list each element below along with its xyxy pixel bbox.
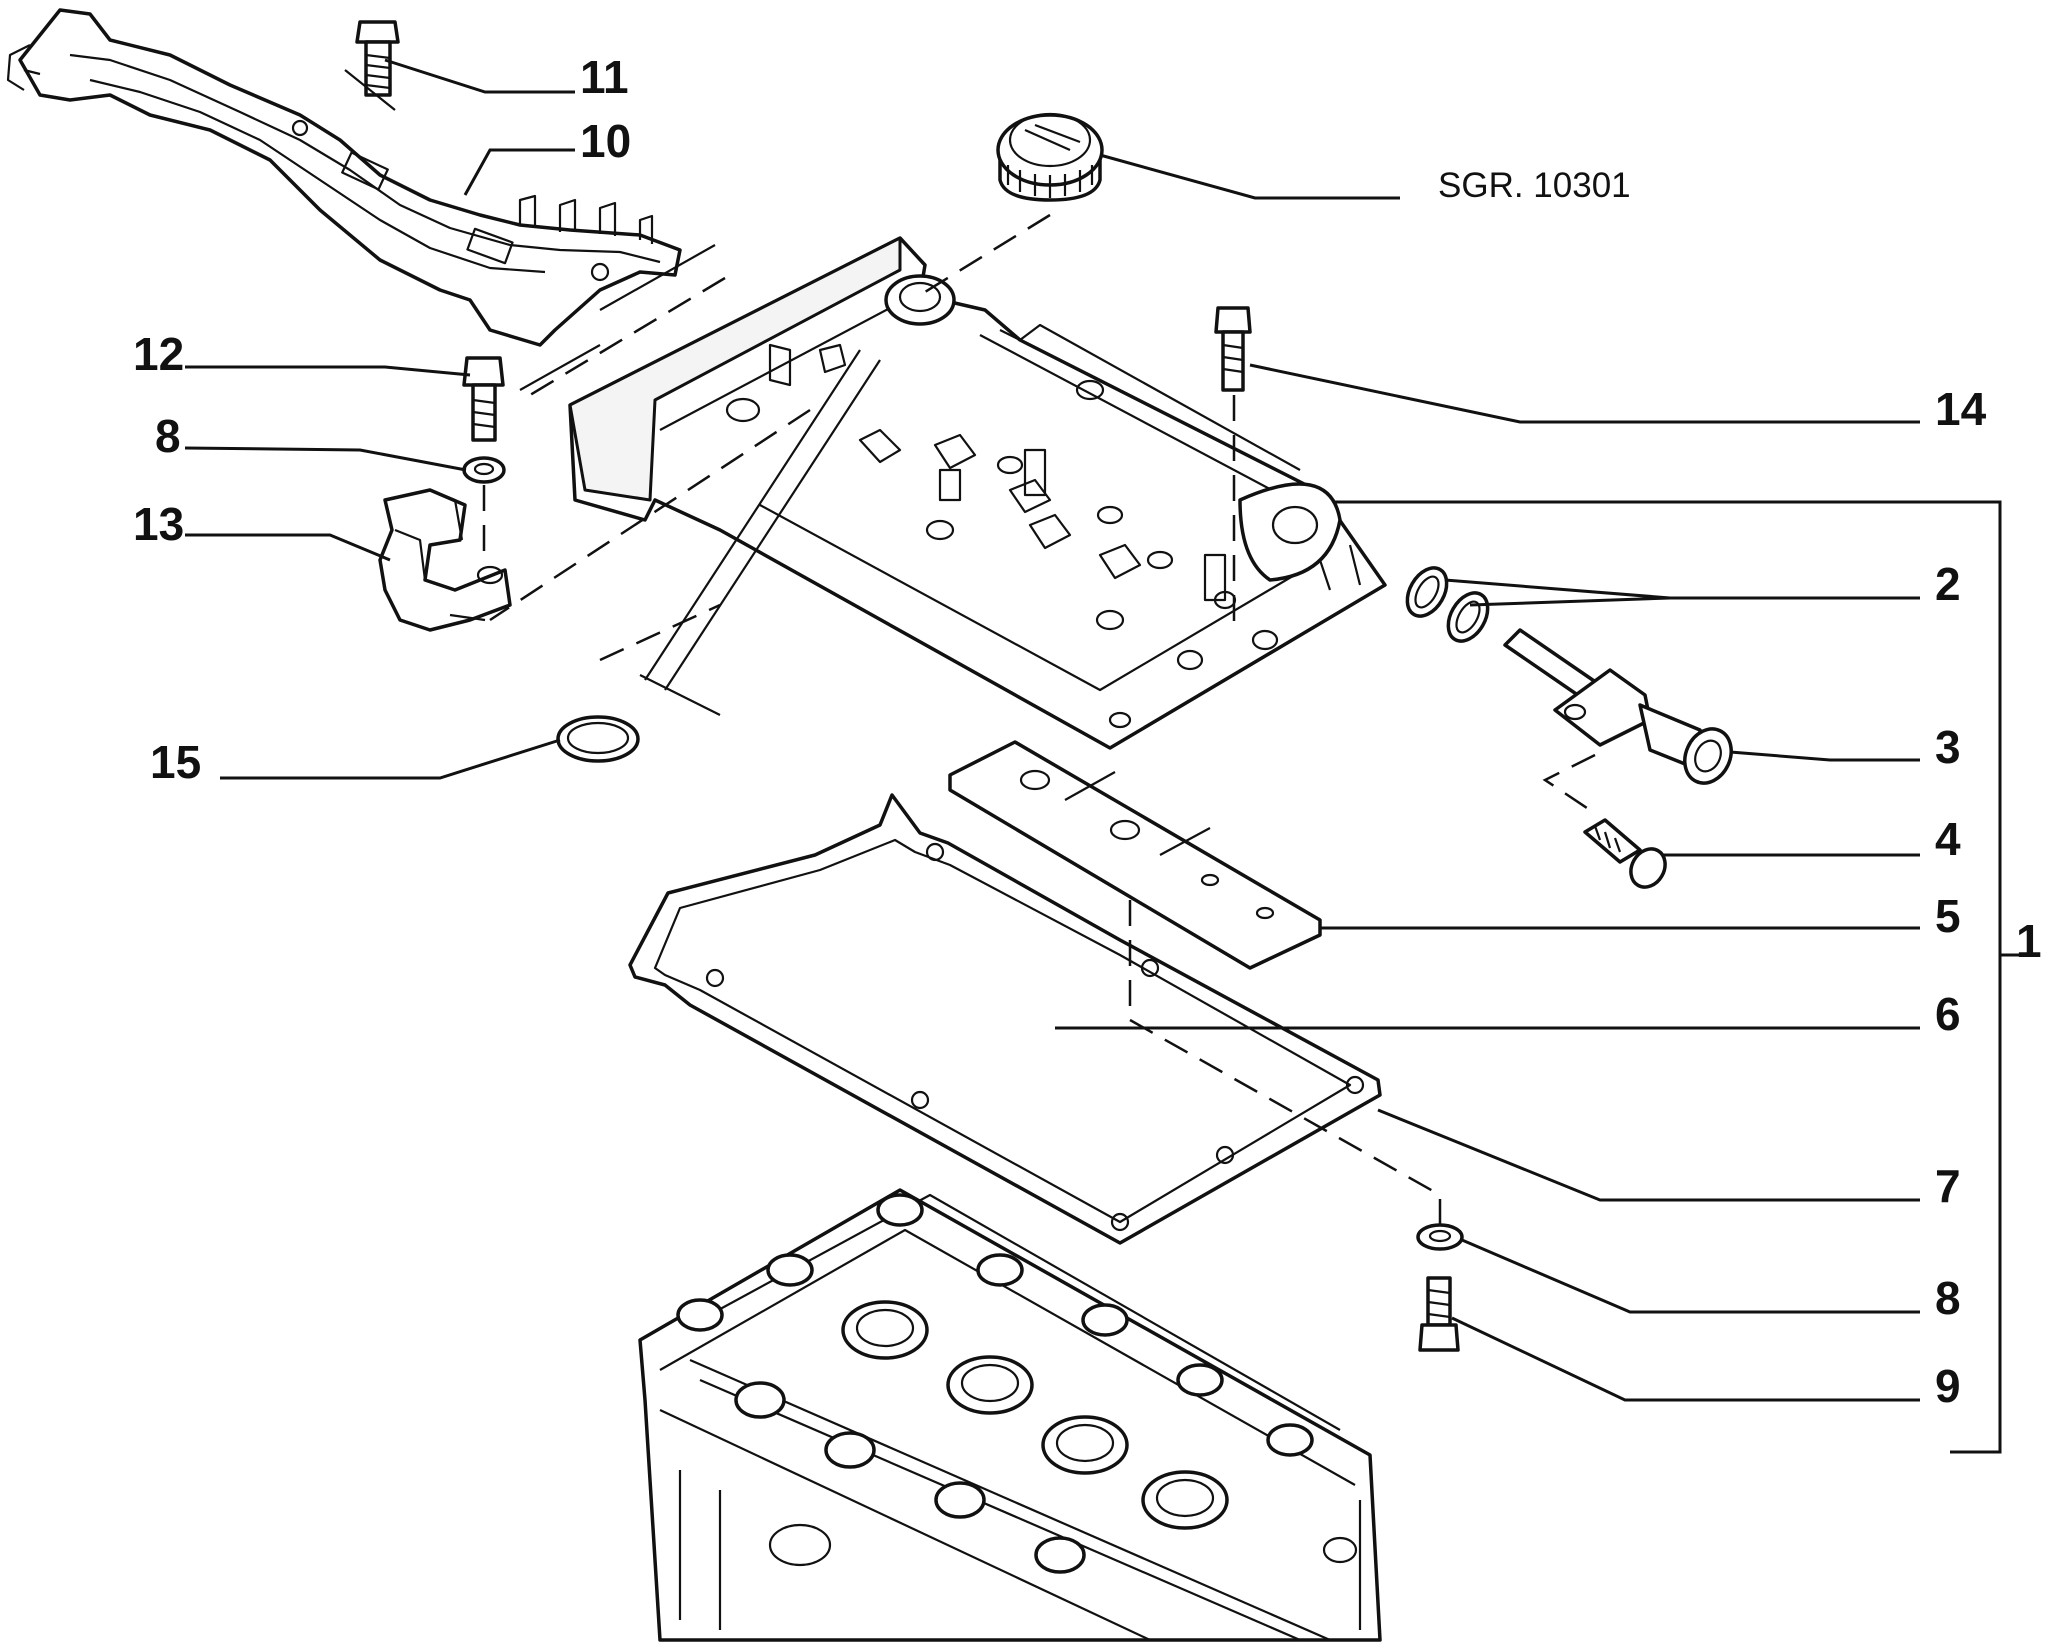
callout-2: 2: [1935, 558, 1961, 610]
gasket-7: [628, 793, 1382, 1245]
baffle-plate-5: [948, 740, 1322, 970]
reference-label: SGR. 10301: [1438, 166, 1631, 205]
cylinder-head: [638, 1188, 1382, 1642]
callout-8-lower: 8: [1935, 1272, 1961, 1324]
oil-filler-cap: [996, 112, 1104, 202]
bolt-11: [355, 20, 400, 97]
wiring-harness-rail: [6, 8, 682, 347]
callout-4: 4: [1935, 813, 1961, 865]
callout-10: 10: [580, 115, 631, 167]
callout-11: 11: [580, 51, 629, 103]
callout-7: 7: [1935, 1160, 1961, 1212]
callout-1: 1: [2016, 915, 2042, 967]
bolt-12: [462, 356, 505, 442]
washer-8-lower: [1416, 1223, 1464, 1251]
callout-8-upper: 8: [155, 410, 181, 462]
callout-6: 6: [1935, 988, 1961, 1040]
callout-5: 5: [1935, 890, 1961, 942]
callout-15: 15: [150, 736, 201, 788]
valve-cover: [568, 236, 1387, 750]
assembly-centerlines: [344, 69, 1596, 1225]
bolt-14: [1214, 306, 1252, 392]
o-ring-15: [556, 715, 640, 763]
bracket-13: [378, 488, 512, 632]
leader-lines: [184, 58, 1920, 1402]
callout-13: 13: [133, 498, 184, 550]
callout-3: 3: [1935, 721, 1961, 773]
callout-12: 12: [133, 328, 184, 380]
callout-14: 14: [1935, 383, 1987, 435]
bolt-9: [1418, 1276, 1460, 1352]
sensor-3: [1503, 628, 1733, 785]
washer-8-upper: [462, 456, 506, 484]
assembly-bracket-1: [1335, 500, 2030, 1454]
screw-4: [1583, 818, 1667, 889]
callout-9: 9: [1935, 1360, 1961, 1412]
